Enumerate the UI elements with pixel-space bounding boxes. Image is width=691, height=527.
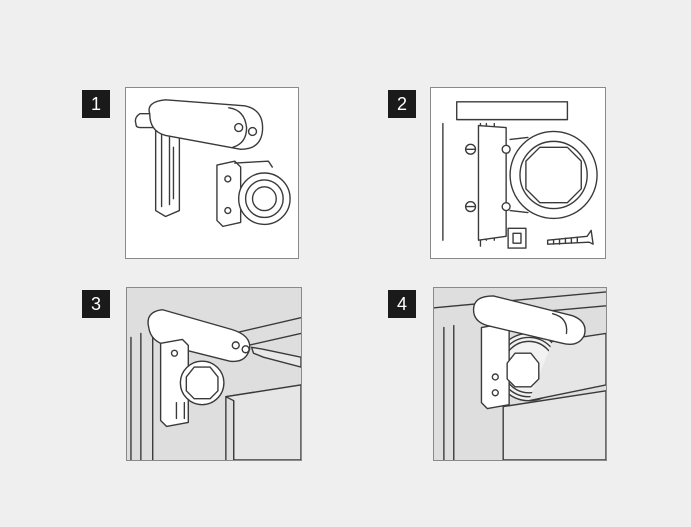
installed-blind-drawing [434,291,606,460]
step-4-number: 4 [388,290,416,318]
step-3-number: 3 [82,290,110,318]
step-3-illustration [126,287,302,461]
step-1-number: 1 [82,90,110,118]
step-2-illustration [430,87,606,259]
headrail-fixing-drawing [130,309,301,460]
bracket-mounting-drawing [442,101,598,249]
step-4-illustration [433,287,607,461]
headrail-and-bracket-drawing [134,99,291,228]
step-2-number: 2 [388,90,416,118]
step-1-illustration [125,87,299,259]
